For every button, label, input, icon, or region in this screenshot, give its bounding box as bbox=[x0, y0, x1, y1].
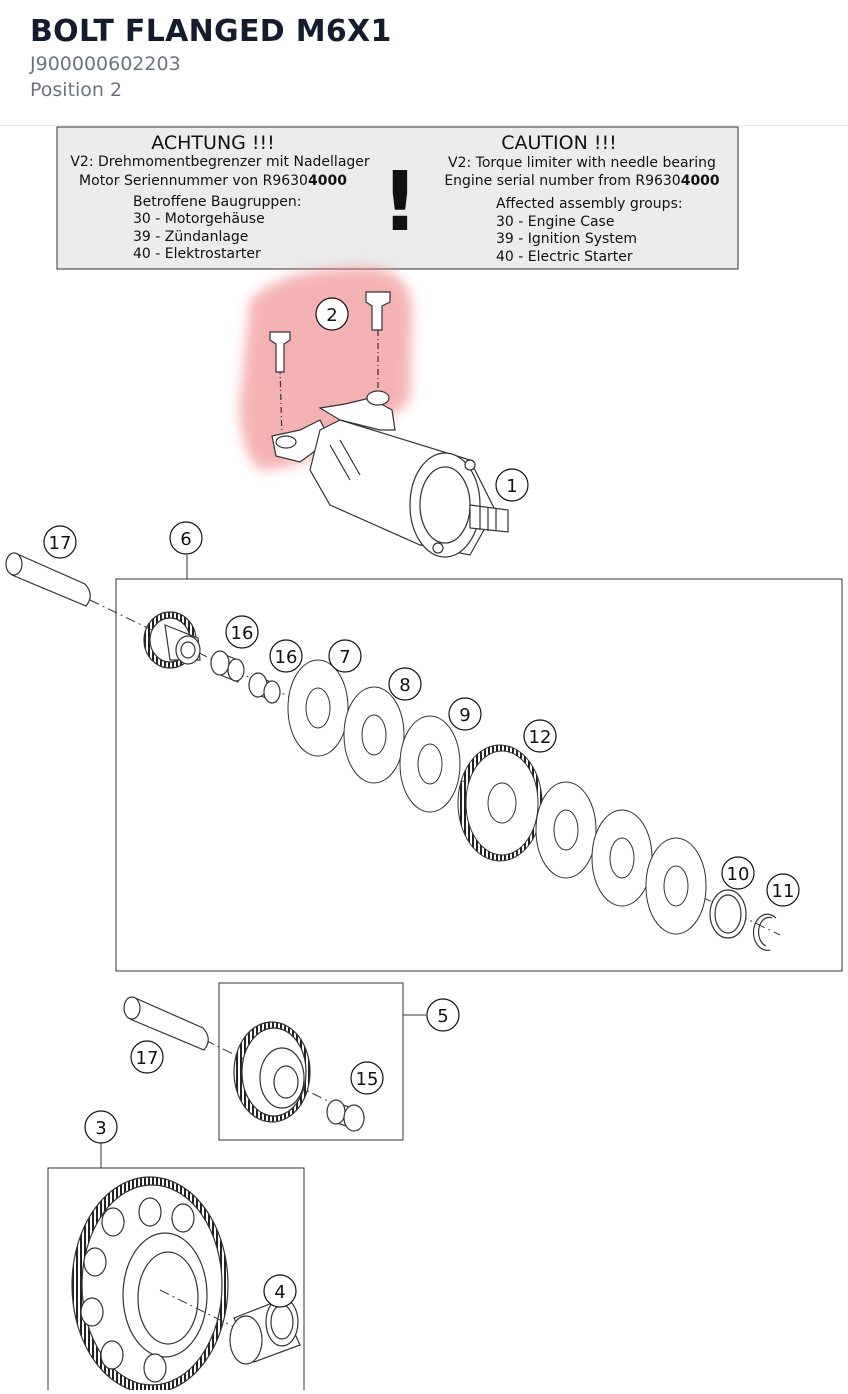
caution-en-line2: Engine serial number from R96304000 bbox=[444, 173, 720, 189]
callout-1[interactable]: 1 bbox=[495, 468, 529, 502]
gear-6[interactable] bbox=[143, 611, 201, 669]
callout-7[interactable]: 7 bbox=[328, 639, 362, 673]
disc-set[interactable] bbox=[535, 781, 707, 935]
gear-5[interactable] bbox=[233, 1021, 311, 1123]
caution-en-group-30: 30 - Engine Case bbox=[496, 214, 614, 230]
shaft-axis-3 bbox=[159, 1289, 241, 1331]
callout-11[interactable]: 11 bbox=[766, 873, 800, 907]
callouts: 2 1 17 6 16 16 7 8 9 12 10 11 5 17 15 3 … bbox=[43, 297, 800, 1308]
bearing-16a[interactable] bbox=[210, 650, 245, 683]
caution-de-line2: Motor Seriennummer von R96304000 bbox=[79, 173, 347, 189]
caution-de-group-30: 30 - Motorgehäuse bbox=[133, 211, 265, 227]
disc-9[interactable] bbox=[399, 715, 461, 813]
gear-3[interactable] bbox=[71, 1176, 229, 1394]
caution-de-group-39: 39 - Zündanlage bbox=[133, 229, 248, 245]
svg-text:3: 3 bbox=[95, 1118, 106, 1139]
callout-16-first[interactable]: 16 bbox=[225, 615, 259, 649]
svg-text:16: 16 bbox=[275, 647, 298, 668]
circlip-11[interactable] bbox=[752, 913, 777, 951]
callout-16-second[interactable]: 16 bbox=[269, 639, 303, 673]
svg-text:10: 10 bbox=[727, 864, 750, 885]
part-header: BOLT FLANGED M6X1 J900000602203 Position… bbox=[0, 0, 848, 126]
assembly-box-6 bbox=[115, 578, 843, 972]
part-title: BOLT FLANGED M6X1 bbox=[30, 14, 392, 49]
assembly-box-3 bbox=[47, 1167, 305, 1394]
caution-notice: ACHTUNG !!! V2: Drehmomentbegrenzer mit … bbox=[56, 126, 739, 270]
disc-8[interactable] bbox=[343, 686, 405, 784]
part-number: J900000602203 bbox=[30, 53, 181, 75]
pin-17-upper[interactable] bbox=[5, 552, 91, 607]
caution-en-groups-title: Affected assembly groups: bbox=[496, 196, 683, 212]
caution-en-group-40: 40 - Electric Starter bbox=[496, 249, 633, 265]
callout-8[interactable]: 8 bbox=[388, 667, 422, 701]
svg-text:12: 12 bbox=[529, 727, 552, 748]
svg-text:6: 6 bbox=[180, 529, 191, 550]
callout-10[interactable]: 10 bbox=[721, 856, 755, 890]
caution-de-serial-bold: 4000 bbox=[308, 173, 347, 189]
svg-text:11: 11 bbox=[772, 881, 795, 902]
bearing-15[interactable] bbox=[326, 1099, 365, 1132]
callout-5[interactable]: 5 bbox=[426, 998, 460, 1032]
starter-motor[interactable] bbox=[269, 291, 509, 558]
disc-7[interactable] bbox=[287, 659, 349, 757]
callout-15[interactable]: 15 bbox=[350, 1061, 384, 1095]
callout-17-upper[interactable]: 17 bbox=[43, 525, 77, 559]
bearing-4[interactable] bbox=[229, 1297, 301, 1365]
exclamation-icon: ! bbox=[381, 155, 418, 250]
caution-de-group-40: 40 - Elektrostarter bbox=[133, 246, 261, 262]
caution-en-serial-bold: 4000 bbox=[681, 173, 720, 189]
callout-4[interactable]: 4 bbox=[263, 1274, 297, 1308]
part-position: Position 2 bbox=[30, 79, 123, 101]
svg-text:16: 16 bbox=[231, 623, 254, 644]
svg-text:1: 1 bbox=[506, 476, 517, 497]
svg-text:9: 9 bbox=[459, 705, 470, 726]
callout-6[interactable]: 6 bbox=[169, 521, 203, 555]
svg-text:8: 8 bbox=[399, 675, 410, 696]
callout-17-lower[interactable]: 17 bbox=[130, 1040, 164, 1074]
caution-en-heading: CAUTION !!! bbox=[501, 132, 616, 154]
caution-de-heading: ACHTUNG !!! bbox=[151, 132, 275, 154]
svg-text:15: 15 bbox=[356, 1069, 379, 1090]
caution-en-line1: V2: Torque limiter with needle bearing bbox=[448, 155, 716, 171]
bolt-left[interactable] bbox=[269, 331, 291, 373]
svg-text:5: 5 bbox=[437, 1006, 448, 1027]
caution-de-line1: V2: Drehmomentbegrenzer mit Nadellager bbox=[70, 154, 370, 170]
svg-text:7: 7 bbox=[339, 647, 350, 668]
caution-de-groups-title: Betroffene Baugruppen: bbox=[133, 194, 301, 210]
svg-text:17: 17 bbox=[49, 533, 72, 554]
bearing-16b[interactable] bbox=[248, 672, 281, 704]
caution-en-serial-prefix: Engine serial number from R9630 bbox=[444, 173, 680, 189]
callout-3[interactable]: 3 bbox=[84, 1110, 118, 1144]
callout-2[interactable]: 2 bbox=[315, 297, 349, 331]
callout-12[interactable]: 12 bbox=[523, 719, 557, 753]
gear-12[interactable] bbox=[457, 744, 543, 862]
bolt-right[interactable] bbox=[365, 291, 391, 331]
caution-en-group-39: 39 - Ignition System bbox=[496, 231, 637, 247]
exploded-diagram: ACHTUNG !!! V2: Drehmomentbegrenzer mit … bbox=[0, 126, 848, 1394]
pin-17-lower[interactable] bbox=[123, 996, 209, 1051]
svg-text:4: 4 bbox=[274, 1282, 285, 1303]
callout-9[interactable]: 9 bbox=[448, 697, 482, 731]
assembly-box-5 bbox=[218, 982, 404, 1141]
washer-10[interactable] bbox=[709, 889, 747, 939]
svg-text:17: 17 bbox=[136, 1048, 159, 1069]
caution-de-serial-prefix: Motor Seriennummer von R9630 bbox=[79, 173, 308, 189]
svg-text:2: 2 bbox=[326, 305, 337, 326]
